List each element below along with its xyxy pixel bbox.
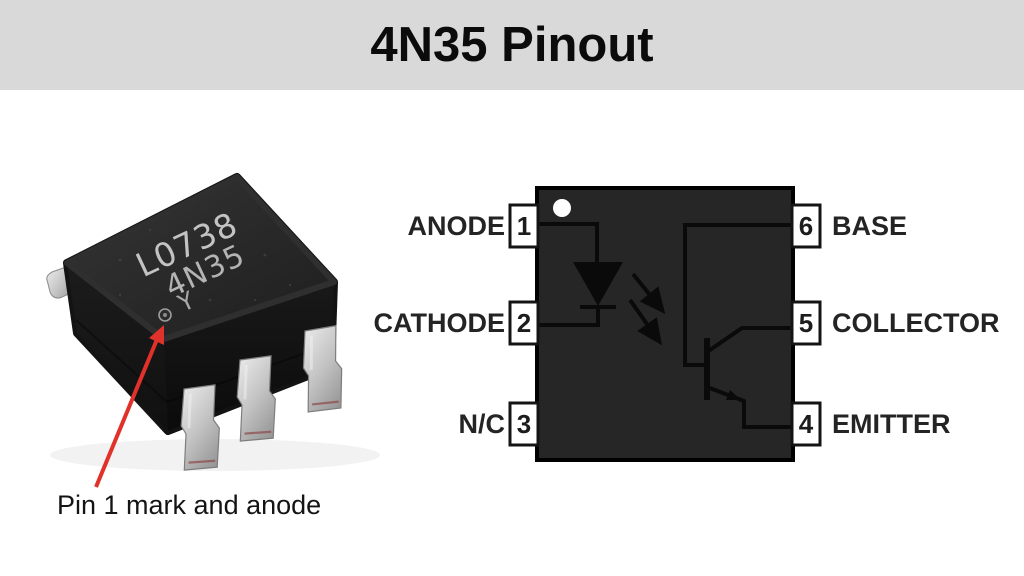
pin-6-number: 6 — [798, 211, 814, 241]
pin-2-label: CATHODE — [373, 308, 506, 338]
phototransistor-icon — [683, 223, 793, 429]
photo-caption: Pin 1 mark and anode — [57, 490, 322, 520]
pin-box-5 — [790, 300, 822, 346]
header-bar: 4N35 Pinout — [0, 0, 1024, 90]
chip-photo-illustration: L0738 4N35 Y — [46, 173, 380, 488]
pin-5-label: COLLECTOR — [832, 308, 1000, 338]
pin-boxes — [508, 203, 822, 447]
pin-2-number: 2 — [516, 308, 532, 338]
pin-4-label: EMITTER — [832, 409, 951, 439]
pin-4-number: 4 — [798, 409, 814, 439]
pin-box-1 — [508, 203, 540, 249]
light-emission-arrows-icon — [628, 272, 666, 346]
chip-texture-speckles — [118, 218, 292, 302]
chip-left-wall — [67, 263, 168, 431]
chip-mold-seam — [75, 319, 332, 404]
page-title: 4N35 Pinout — [370, 18, 654, 72]
pin-1-label: ANODE — [407, 211, 505, 241]
chip-leg-1 — [180, 384, 220, 471]
chip-leg-3 — [302, 325, 343, 413]
chip-leg-2 — [236, 355, 276, 442]
pin-1-number: 1 — [516, 211, 532, 241]
pinout-diagram — [508, 186, 822, 462]
pin-box-3 — [508, 401, 540, 447]
pin-6-label: BASE — [832, 211, 908, 241]
pin-box-4 — [790, 401, 822, 447]
pin-box-6 — [790, 203, 822, 249]
chip-pin1-dimple-center — [163, 313, 167, 317]
led-diode-icon — [538, 222, 623, 327]
pin-3-label: N/C — [458, 409, 506, 439]
pin-3-number: 3 — [516, 409, 532, 439]
pin-box-2 — [508, 300, 540, 346]
pin1-indicator-dot-icon — [553, 199, 571, 217]
pin1-pointer-arrow — [94, 325, 164, 488]
pin-5-number: 5 — [798, 308, 814, 338]
